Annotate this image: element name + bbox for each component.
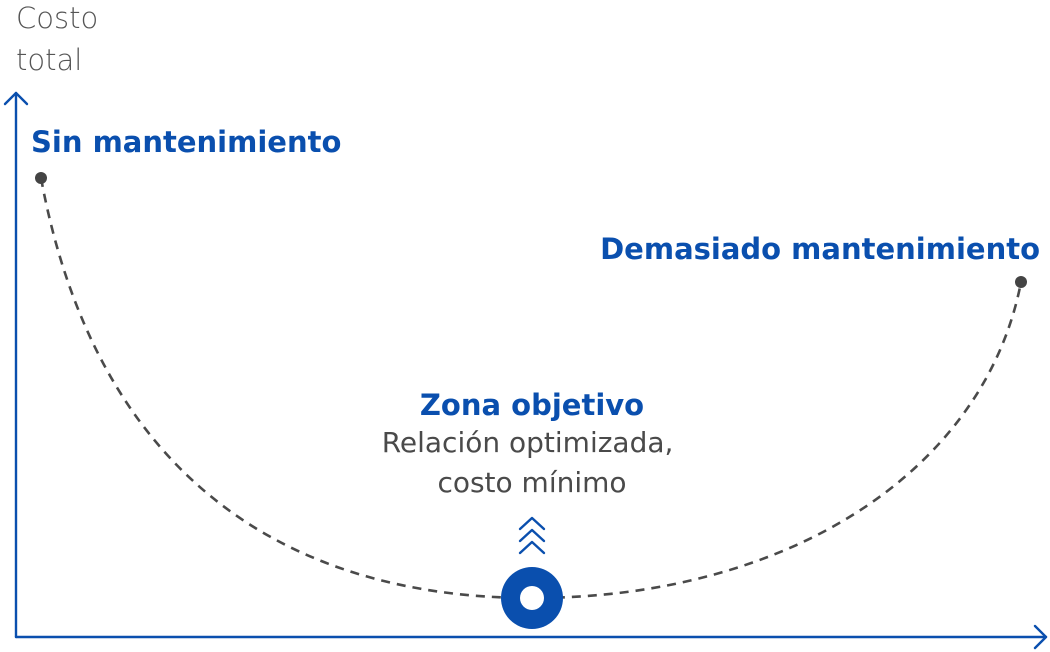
target-zone-note-line-1: Relación optimizada, [382, 426, 674, 459]
too-much-maintenance-point [1015, 276, 1027, 288]
no-maintenance-label: Sin mantenimiento [31, 125, 341, 159]
ring-target-icon [501, 567, 563, 629]
y-axis-title-line-2: total [16, 43, 82, 77]
y-axis-title-line-1: Costo [16, 1, 98, 35]
target-zone-label: Zona objetivo [420, 388, 644, 422]
y-axis-arrowhead-icon [3, 91, 29, 106]
axes [3, 91, 1048, 650]
chevron-up-stack-icon [518, 516, 546, 555]
y-axis-title: Costo total [16, 1, 107, 77]
x-axis-arrowhead-icon [1033, 624, 1048, 650]
target-zone-note: Relación optimizada, costo mínimo [382, 426, 683, 499]
too-much-maintenance-label: Demasiado mantenimiento [600, 232, 1040, 266]
no-maintenance-point [35, 172, 47, 184]
target-zone-note-line-2: costo mínimo [437, 466, 626, 499]
